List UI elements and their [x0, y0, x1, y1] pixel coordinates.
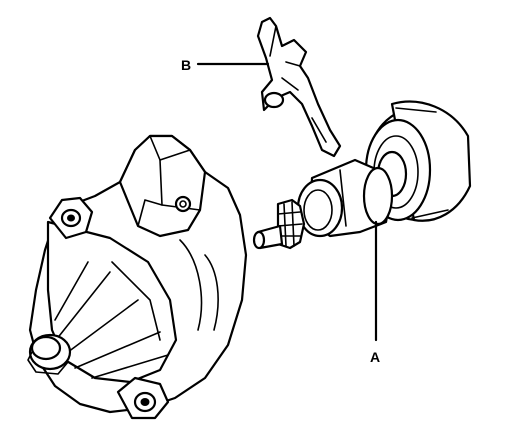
callout-label-a: A	[370, 349, 380, 365]
shift-lever-part	[256, 16, 342, 158]
overrunning-clutch-pinion-part	[252, 158, 394, 250]
armature-end-cap	[364, 100, 472, 222]
starter-motor-housing	[27, 134, 248, 420]
callout-label-b: B	[181, 57, 191, 73]
